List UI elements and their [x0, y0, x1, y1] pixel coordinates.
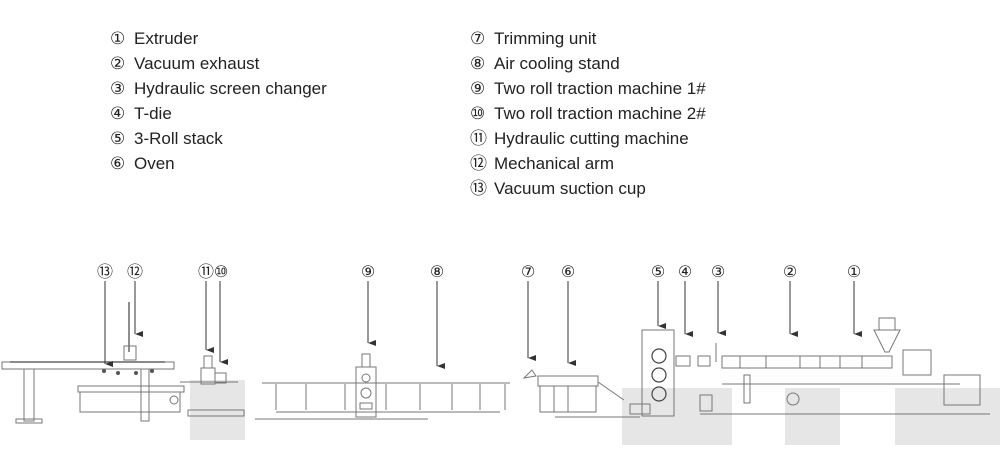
- legend-number: ⑨: [470, 79, 486, 98]
- legend-item-extruder: ① Extruder: [110, 26, 327, 51]
- legend-number: ②: [110, 54, 126, 73]
- legend-item-oven: ⑥ Oven: [110, 151, 327, 176]
- legend-item-mechanical-arm: ⑫ Mechanical arm: [470, 151, 706, 176]
- callout-5: ⑤: [651, 262, 666, 329]
- callout-label: ④: [678, 262, 692, 281]
- cutting-machine-drawing: [180, 355, 245, 417]
- legend-number: ⑦: [470, 29, 486, 48]
- legend-item-screen-changer: ③ Hydraulic screen changer: [110, 76, 327, 101]
- legend-label: Two roll traction machine 2#: [494, 104, 706, 123]
- legend-number: ⑩: [470, 104, 486, 123]
- legend-item-cutting-machine: ⑪ Hydraulic cutting machine: [470, 126, 706, 151]
- traction-machine-drawing: [355, 353, 377, 418]
- legend-label: Hydraulic screen changer: [134, 79, 327, 98]
- callout-9: ⑨: [361, 262, 376, 346]
- legend-item-vacuum-exhaust: ② Vacuum exhaust: [110, 51, 327, 76]
- legend-number: ③: [110, 79, 126, 98]
- callout-6: ⑥: [561, 262, 576, 366]
- callout-11: ⑪: [198, 262, 214, 353]
- callout-label: ⑪: [198, 262, 214, 281]
- legend-item-t-die: ④ T-die: [110, 101, 327, 126]
- legend-label: Air cooling stand: [494, 54, 620, 73]
- callout-label: ②: [783, 262, 797, 281]
- legend-number: ⑥: [110, 154, 126, 173]
- callout-label: ①: [847, 262, 861, 281]
- legend-label: Oven: [134, 154, 175, 173]
- legend-label: Hydraulic cutting machine: [494, 129, 689, 148]
- callout-4: ④: [678, 262, 693, 337]
- legend-label: Mechanical arm: [494, 154, 614, 173]
- callout-7: ⑦: [521, 262, 536, 361]
- air-cooling-stand-drawing: [255, 382, 510, 420]
- callout-label: ⑤: [651, 262, 665, 281]
- callout-2: ②: [783, 262, 798, 337]
- legend-item-roll-stack: ⑤ 3-Roll stack: [110, 126, 327, 151]
- callout-10: ⑩: [214, 262, 228, 365]
- callout-8: ⑧: [430, 262, 445, 369]
- legend-label: Two roll traction machine 1#: [494, 79, 706, 98]
- callout-label: ⑦: [521, 262, 535, 281]
- legend-left: ① Extruder ② Vacuum exhaust ③ Hydraulic scr…: [110, 26, 327, 176]
- callout-label: ⑫: [127, 262, 143, 281]
- legend-item-traction-2: ⑩ Two roll traction machine 2#: [470, 101, 706, 126]
- legend-number: ⑧: [470, 54, 486, 73]
- legend-number: ①: [110, 29, 126, 48]
- legend-number: ⑬: [470, 179, 487, 198]
- legend-item-traction-1: ⑨ Two roll traction machine 1#: [470, 76, 706, 101]
- legend-number: ⑫: [470, 154, 487, 173]
- callout-1: ①: [847, 262, 862, 337]
- legend-number: ④: [110, 104, 126, 123]
- oven-and-trimming-drawing: [522, 369, 640, 418]
- callout-label: ⑩: [214, 262, 228, 281]
- legend-label: T-die: [134, 104, 172, 123]
- callout-label: ③: [711, 262, 725, 281]
- callout-13: ⑬: [97, 262, 113, 367]
- legend-number: ⑪: [470, 129, 487, 148]
- callout-label: ⑬: [97, 262, 113, 281]
- mechanical-arm-drawing: [1, 302, 185, 424]
- roll-stack-and-die-drawing: [629, 329, 717, 417]
- legend-item-air-cooling: ⑧ Air cooling stand: [470, 51, 706, 76]
- legend-item-trimming-unit: ⑦ Trimming unit: [470, 26, 706, 51]
- legend-label: 3-Roll stack: [134, 129, 223, 148]
- legend-number: ⑤: [110, 129, 126, 148]
- callout-label: ⑨: [361, 262, 375, 281]
- legend-label: Extruder: [134, 29, 199, 48]
- callout-label: ⑥: [561, 262, 575, 281]
- callout-12: ⑫: [127, 262, 143, 337]
- callout-3: ③: [711, 262, 726, 336]
- legend-item-suction-cup: ⑬ Vacuum suction cup: [470, 176, 706, 201]
- extruder-drawing: [700, 317, 990, 415]
- callout-label: ⑧: [430, 262, 444, 281]
- legend-label: Trimming unit: [494, 29, 597, 48]
- legend-right: ⑦ Trimming unit ⑧ Air cooling stand ⑨ Two r…: [470, 26, 706, 201]
- legend-label: Vacuum suction cup: [494, 179, 646, 198]
- legend-label: Vacuum exhaust: [134, 54, 260, 73]
